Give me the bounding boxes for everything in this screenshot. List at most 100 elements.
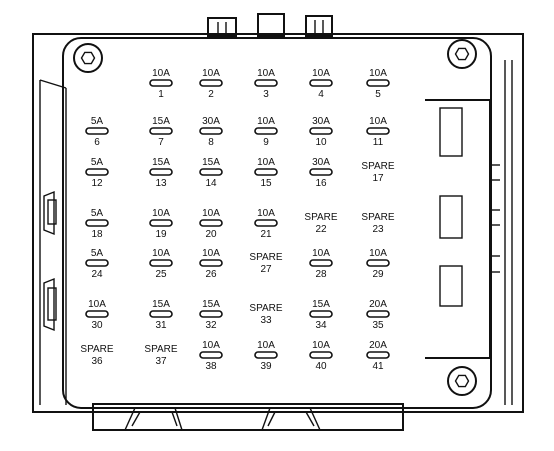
fuse-body xyxy=(85,310,109,318)
fuse-rating: 10A xyxy=(257,208,275,219)
fuse-body xyxy=(254,127,278,135)
fuse-rating: 20A xyxy=(369,299,387,310)
fuse-body xyxy=(254,219,278,227)
bolt-top-left-icon xyxy=(73,43,103,73)
fuse-body xyxy=(85,168,109,176)
fuse-panel-cover xyxy=(62,37,492,409)
fuse-rating: SPARE xyxy=(144,344,177,355)
fuse-rating: 15A xyxy=(312,299,330,310)
fuse-body xyxy=(199,351,223,359)
fuse-rating: 5A xyxy=(91,116,104,127)
fuse-rating: 10A xyxy=(369,248,387,259)
fuse-number: 29 xyxy=(372,269,384,280)
fuse-rating: 10A xyxy=(257,157,275,168)
fuse-number: 32 xyxy=(205,320,217,331)
fuse-rating: 20A xyxy=(369,340,387,351)
fuse-rating: 10A xyxy=(257,68,275,79)
fuse-body xyxy=(199,259,223,267)
fuse-rating: 10A xyxy=(312,248,330,259)
fuse-body xyxy=(309,79,333,87)
fuse-29: 10A 29 xyxy=(366,248,390,280)
fuse-body xyxy=(254,79,278,87)
fuse-body xyxy=(199,168,223,176)
fuse-rating: 10A xyxy=(202,68,220,79)
fuse-number: 8 xyxy=(208,137,214,148)
fuse-body xyxy=(149,310,173,318)
fuse-number: 13 xyxy=(155,178,167,189)
fuse-number: 6 xyxy=(94,137,100,148)
fuse-number: 26 xyxy=(205,269,217,280)
fuse-rating: 30A xyxy=(312,116,330,127)
fuse-number: 24 xyxy=(91,269,103,280)
fuse-rating: 10A xyxy=(88,299,106,310)
fuse-body xyxy=(309,259,333,267)
fuse-35: 20A 35 xyxy=(366,299,390,331)
fuse-number: 15 xyxy=(260,178,272,189)
fuse-number: 23 xyxy=(372,224,384,235)
fuse-number: 36 xyxy=(91,356,103,367)
right-relay-block xyxy=(425,99,500,359)
fuse-number: 16 xyxy=(315,178,327,189)
fuse-24: 5A 24 xyxy=(85,248,109,280)
fuse-41: 20A 41 xyxy=(366,340,390,372)
fuse-number: 33 xyxy=(260,315,272,326)
fuse-rating: 15A xyxy=(202,157,220,168)
fuse-rating: 10A xyxy=(312,340,330,351)
fuse-number: 3 xyxy=(263,89,269,100)
fuse-rating: 10A xyxy=(152,248,170,259)
fuse-body xyxy=(199,310,223,318)
fuse-number: 18 xyxy=(91,229,103,240)
fuse-rating: 5A xyxy=(91,248,104,259)
fuse-body xyxy=(366,259,390,267)
fuse-number: 41 xyxy=(372,361,384,372)
fuse-number: 40 xyxy=(315,361,327,372)
fuse-body xyxy=(149,127,173,135)
fuse-number: 21 xyxy=(260,229,272,240)
fuse-3: 10A 3 xyxy=(254,68,278,100)
fuse-body xyxy=(199,79,223,87)
fuse-number: 14 xyxy=(205,178,217,189)
fuse-rating: 10A xyxy=(369,116,387,127)
fuse-15: 10A 15 xyxy=(254,157,278,189)
fuse-body xyxy=(366,310,390,318)
fuse-body xyxy=(85,259,109,267)
fuse-8: 30A 8 xyxy=(199,116,223,148)
fuse-body xyxy=(309,310,333,318)
fuse-number: 20 xyxy=(205,229,217,240)
fuse-rating: 15A xyxy=(152,299,170,310)
fuse-body xyxy=(199,127,223,135)
fuse-rating: 10A xyxy=(257,340,275,351)
fuse-rating: 15A xyxy=(152,157,170,168)
fuse-rating: SPARE xyxy=(304,212,337,223)
fuse-2: 10A 2 xyxy=(199,68,223,100)
fuse-number: 35 xyxy=(372,320,384,331)
bolt-top-right-icon xyxy=(447,39,477,69)
fuse-body xyxy=(366,351,390,359)
bolt-bottom-right-icon xyxy=(447,366,477,396)
fuse-rating: 30A xyxy=(202,116,220,127)
fuse-rating: 10A xyxy=(312,68,330,79)
fuse-body xyxy=(254,351,278,359)
fuse-number: 19 xyxy=(155,229,167,240)
fuse-number: 2 xyxy=(208,89,214,100)
fuse-number: 22 xyxy=(315,224,327,235)
fuse-number: 7 xyxy=(158,137,164,148)
fuse-number: 25 xyxy=(155,269,167,280)
fuse-rating: 10A xyxy=(202,340,220,351)
